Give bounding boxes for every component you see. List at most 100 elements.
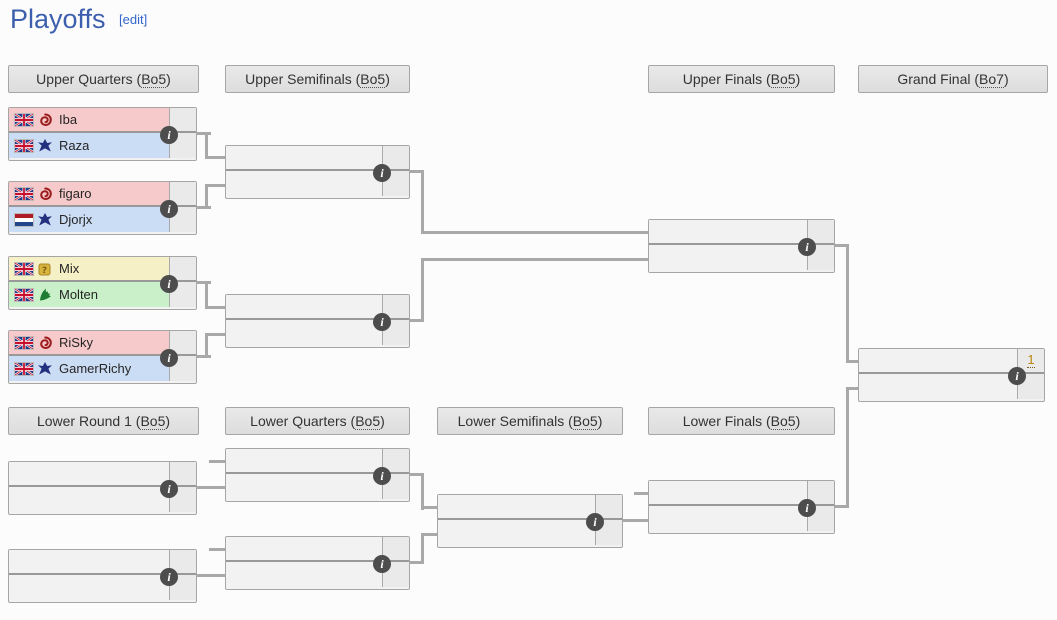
bracket-connector (623, 519, 648, 522)
info-icon[interactable] (373, 313, 391, 331)
info-icon[interactable] (586, 513, 604, 531)
bracket-connector (410, 170, 424, 173)
bo5-abbr: Bo5 (770, 71, 796, 88)
terran-icon (37, 212, 53, 228)
bracket-connector (835, 505, 849, 508)
netherlands-flag-icon (15, 213, 33, 226)
svg-text:?: ? (42, 266, 47, 276)
match-upper-quarterfinal-2: figaro Djorjx (8, 181, 197, 235)
info-icon[interactable] (373, 164, 391, 182)
score-cell (169, 182, 196, 205)
page-title: Playoffs (10, 4, 106, 34)
round-header-upper-semifinals: Upper Semifinals (Bo5) (225, 65, 410, 93)
match-lower-final (648, 480, 835, 534)
uk-flag-icon (15, 139, 33, 152)
info-icon[interactable] (1008, 367, 1026, 385)
score-cell (595, 520, 622, 545)
score-cell (169, 550, 196, 573)
match-lower-round1-2 (8, 549, 197, 603)
score-cell (169, 108, 196, 131)
zerg-icon (37, 335, 53, 351)
score-cell: 1 (1017, 349, 1044, 372)
bracket-drop-stub (634, 492, 648, 495)
bracket-connector (846, 360, 858, 363)
bracket-connector (421, 231, 648, 234)
match-upper-quarterfinal-1: Iba Raza (8, 107, 197, 161)
info-icon[interactable] (798, 238, 816, 256)
info-icon[interactable] (160, 349, 178, 367)
player-name: GamerRichy (59, 361, 132, 376)
random-race-icon: ? (37, 261, 53, 277)
round-header-lower-semifinals: Lower Semifinals (Bo5) (437, 407, 623, 435)
round-header-lower-finals: Lower Finals (Bo5) (648, 407, 835, 435)
bracket-connector (421, 533, 437, 536)
bo5-abbr: Bo5 (140, 413, 166, 430)
match-grand-final: 1 (858, 348, 1045, 402)
player-slot: figaro (9, 182, 196, 207)
score-cell (382, 449, 409, 472)
bracket-connector (205, 306, 225, 309)
score-cell (382, 146, 409, 169)
bracket-connector (197, 281, 211, 284)
match-upper-final (648, 219, 835, 273)
bracket-connector (410, 473, 424, 476)
bracket-connector (421, 506, 437, 509)
section-heading: Playoffs [edit] (10, 4, 147, 35)
edit-link[interactable]: [edit] (119, 12, 148, 27)
match-lower-quarterfinal-2 (225, 536, 410, 590)
bracket-connector (835, 244, 849, 247)
match-upper-semifinal-1 (225, 145, 410, 199)
bracket-connector (205, 184, 225, 187)
match-upper-quarterfinal-3: ? Mix Molten (8, 256, 197, 310)
bracket-drop-stub (209, 548, 225, 551)
bracket-connector (197, 486, 225, 489)
bracket-connector (846, 387, 858, 390)
info-icon[interactable] (160, 480, 178, 498)
player-slot-empty (226, 320, 409, 345)
bo5-abbr: Bo5 (572, 413, 598, 430)
player-slot-empty (226, 449, 409, 474)
bracket-connector (846, 244, 849, 363)
terran-icon (37, 138, 53, 154)
info-icon[interactable] (160, 126, 178, 144)
bo7-abbr: Bo7 (979, 71, 1004, 88)
bracket-connector (421, 170, 424, 234)
player-slot-empty (649, 220, 834, 245)
player-slot: Molten (9, 282, 196, 307)
player-name: Iba (59, 112, 78, 127)
terran-icon (37, 361, 53, 377)
player-name: RiSky (59, 335, 93, 350)
bracket-connector (205, 132, 208, 159)
score-cell (169, 257, 196, 280)
protoss-icon (37, 287, 53, 303)
bo5-abbr: Bo5 (141, 71, 167, 88)
score-cell (382, 295, 409, 318)
info-icon[interactable] (798, 499, 816, 517)
bracket-connector (205, 156, 225, 159)
round-header-lower-round1: Lower Round 1 (Bo5) (8, 407, 199, 435)
player-slot: Iba (9, 108, 196, 133)
bracket-drop-stub (209, 460, 225, 463)
info-icon[interactable] (160, 200, 178, 218)
info-icon[interactable] (160, 275, 178, 293)
player-name: figaro (59, 186, 92, 201)
bracket-connector (421, 258, 424, 322)
match-lower-round1-1 (8, 461, 197, 515)
round-header-lower-quarters: Lower Quarters (Bo5) (225, 407, 410, 435)
bracket-connector (410, 319, 424, 322)
round-header-upper-quarters: Upper Quarters (Bo5) (8, 65, 199, 93)
match-lower-semifinal (437, 494, 623, 548)
player-slot: ? Mix (9, 257, 196, 282)
bracket-connector (205, 184, 208, 209)
info-icon[interactable] (373, 555, 391, 573)
score-cell (807, 481, 834, 504)
score-cell (169, 462, 196, 485)
uk-flag-icon (15, 362, 33, 375)
bracket-connector (197, 574, 225, 577)
score-cell (807, 220, 834, 243)
info-icon[interactable] (160, 568, 178, 586)
info-icon[interactable] (373, 467, 391, 485)
bracket-connector (846, 387, 849, 508)
player-slot: Raza (9, 133, 196, 158)
